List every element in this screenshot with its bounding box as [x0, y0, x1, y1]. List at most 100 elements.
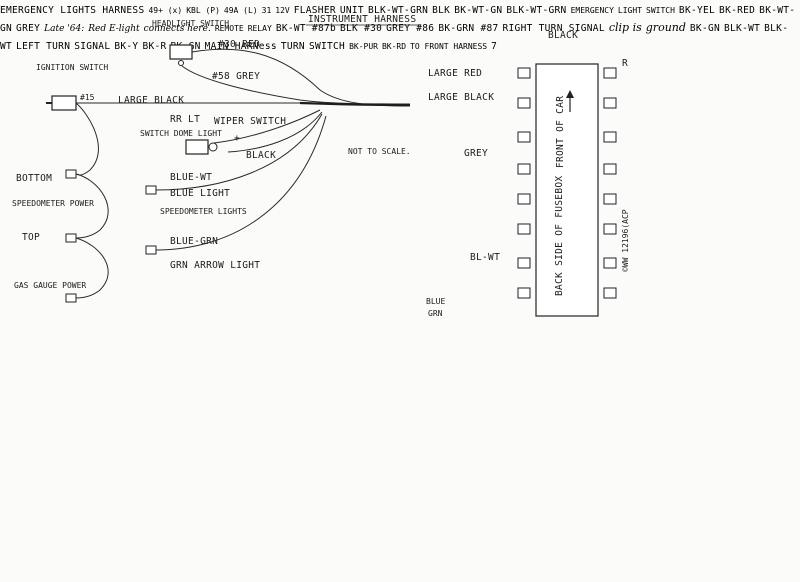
wire-bk-r-label: BK-R: [142, 41, 167, 52]
fusebox-front-label: FRONT OF CAR: [555, 96, 566, 168]
late-64-note-1: Late '64:: [44, 24, 85, 34]
turn-switch-label-2: SWITCH: [308, 41, 346, 52]
wire-bk-y-label: BK-Y: [114, 41, 139, 52]
late-64-note-2: Red E-light: [88, 24, 140, 34]
turn-terminal-4: BK-PUR BK-RD TO FRONT HARNESS 7: [349, 36, 497, 53]
gas-gauge-terminal: [65, 293, 77, 303]
dome-light-switch: [185, 139, 209, 155]
flasher-terminal-3: 49A (L): [223, 6, 258, 15]
emergency-switch-lamp: BK-YEL BK-RED BK-WT-GN GREY Late '64: Re…: [0, 0, 795, 53]
left-turn-signal-label-2: SIGNAL: [74, 41, 111, 52]
flasher-terminal-1: 49+ (x): [148, 6, 183, 15]
fusebox-terminals-right: [603, 67, 617, 299]
wire-black-label: BLACK: [246, 150, 276, 161]
wire-blk-30-label: BLK #30: [340, 23, 383, 34]
flasher-unit-label-2: UNIT: [339, 5, 364, 16]
wire-bl-wt-label: BL-WT: [470, 252, 500, 263]
wire-bk-gn-label: BK-GN: [689, 23, 721, 34]
wire-blk-wt-grn-bottom-label: BLK-WT-GRN: [506, 5, 567, 16]
wire-blue-wt-label: BLUE-WT: [170, 172, 212, 183]
late-64-note-3: connects here.: [143, 24, 211, 34]
fusebox-back-label: BACK SIDE OF FUSEBOX: [554, 176, 565, 296]
main-harness-label: MAIN HARNess: [204, 41, 277, 52]
page-number: 7: [491, 41, 498, 52]
r-mark: R: [622, 58, 628, 69]
dome-light-bulb: [208, 142, 218, 152]
turn-terminal-1: BK-PUR BK-RD TO FRONT HARNESS 7: [349, 36, 497, 53]
ignition-switch: [51, 95, 77, 111]
clip-note-2: ground: [645, 21, 686, 34]
remote-relay-label-1: REMOTE: [214, 24, 244, 33]
top-label: TOP: [22, 232, 40, 243]
blue-light-terminal: [145, 185, 157, 195]
rr-lt-label: RR LT: [170, 114, 200, 125]
wire-30-red-label: #30 RED: [218, 39, 260, 50]
gas-gauge-power-label: GAS GAUGE POWER: [14, 281, 86, 290]
fusebox-credit: ©WW 12196(ACP: [621, 209, 630, 272]
wire-bk-wt-gn-label: BK-WT-GN: [454, 5, 503, 16]
wire-grn-arrow-light-label: GRN ARROW LIGHT: [170, 260, 260, 271]
wire-blue-grn-label: BLUE-GRN: [170, 236, 218, 247]
wire-grey-label: GREY: [464, 148, 488, 159]
front-harness-connector: 7: [491, 36, 497, 53]
wire-large-red-label: LARGE RED: [428, 68, 482, 79]
right-turn-signal-terminal: BK-GN BLK-WT BLK-WT LEFT TURN SIGNAL BK-…: [0, 18, 788, 53]
right-turn-signal-label: RIGHT TURN SIGNAL: [502, 23, 605, 34]
flasher-unit: 49+ (x) KBL (P) 49A (L) 31 12V FLASHER U…: [0, 0, 795, 53]
wire-blk-label: BLK: [432, 5, 451, 16]
wire-bk-rd-label: BK-RD: [381, 42, 407, 51]
wiper-switch-label: WIPER SWITCH: [214, 116, 286, 127]
emergency-switch-label-1: EMERGENCY: [570, 6, 614, 15]
instrument-harness-title: INSTRUMENT HARNESS: [308, 14, 416, 25]
wire-bk-wt-gn-sw-label: BK-WT-GN: [0, 5, 796, 34]
wire-black-top-label: BLACK: [548, 30, 578, 41]
emergency-switch-label-3: SWITCH: [646, 6, 675, 15]
speedometer-lights-label: SPEEDOMETER LIGHTS: [160, 207, 247, 216]
turn-switch-label-1: TURN: [280, 41, 305, 52]
wire-blue-light-label: BLUE LIGHT: [170, 188, 230, 199]
grn-arrow-terminal: [145, 245, 157, 255]
bottom-label: BOTTOM: [16, 173, 52, 184]
headlight-switch: [169, 44, 193, 60]
clip-note-1: clip is: [608, 21, 642, 34]
headlight-switch-label: HEADLIGHT SWITCH: [152, 19, 229, 28]
flasher-terminal-2: KBL (P): [186, 6, 220, 15]
ignition-switch-label: IGNITION SWITCH: [36, 63, 108, 72]
left-turn-terminal: BK-PUR BK-RD TO FRONT HARNESS 7: [349, 36, 497, 53]
wire-blue-grn-vert-label-1: BLUE: [426, 297, 445, 306]
not-to-scale-note: NOT TO SCALE.: [348, 147, 411, 156]
wire-blk-wt-grn-top-label: BLK-WT-GRN: [367, 5, 429, 16]
wire-blk-wt-a-label: BLK-WT: [724, 23, 761, 34]
wire-bk-pur-label: BK-PUR: [349, 42, 378, 51]
flasher-unit-label-1: FLASHER: [293, 5, 336, 16]
svg-text:+: +: [234, 133, 240, 144]
switch-dome-light-label: SWITCH DOME LIGHT: [140, 129, 222, 138]
speedometer-bottom-terminal: [65, 169, 77, 179]
wire-58-grey-label: #58 GREY: [212, 71, 260, 82]
emergency-light-switch: BK-YEL BK-RED BK-WT-GN GREY Late '64: Re…: [0, 0, 795, 53]
wire-bk-grn-87-label: BK-GRN #87: [438, 23, 499, 34]
wire-large-black-label: LARGE BLACK: [118, 95, 184, 106]
speedometer-top-terminal: [65, 233, 77, 243]
turn-terminal-2: BK-PUR BK-RD TO FRONT HARNESS 7: [349, 36, 497, 53]
turn-switch: BK-PUR BK-RD TO FRONT HARNESS 7: [349, 36, 497, 53]
wire-grey-sw-label: GREY: [16, 23, 41, 34]
speedometer-power-label: SPEEDOMETER POWER: [12, 199, 94, 208]
flasher-voltage: 12V: [275, 6, 290, 15]
wire-blk-wt-b-label: BLK-WT: [0, 23, 789, 52]
remote-relay: BK-WT #87b BLK #30 GREY #86 BK-GRN #87 R…: [0, 18, 788, 53]
turn-terminal-3: BK-PUR BK-RD TO FRONT HARNESS 7: [349, 36, 497, 53]
wire-15-label: #15: [80, 93, 95, 102]
headlight-switch-knob: [178, 60, 184, 66]
wire-grey-86-label: GREY #86: [386, 23, 435, 34]
emergency-switch-label-2: LIGHT: [617, 6, 643, 15]
main-harness-connector: TURN SWITCH BK-PUR BK-RD TO FRONT HARNES…: [281, 36, 497, 53]
wire-blue-grn-vert-label-2: GRN: [428, 309, 443, 318]
remote-relay-label-2: RELAY: [247, 24, 272, 33]
wire-bk-yel-label: BK-YEL: [678, 5, 716, 16]
flasher-terminal-4: 31: [261, 6, 272, 15]
wire-bk-red-label: BK-RED: [719, 5, 756, 16]
wire-large-black-fuse-label: LARGE BLACK: [428, 92, 494, 103]
